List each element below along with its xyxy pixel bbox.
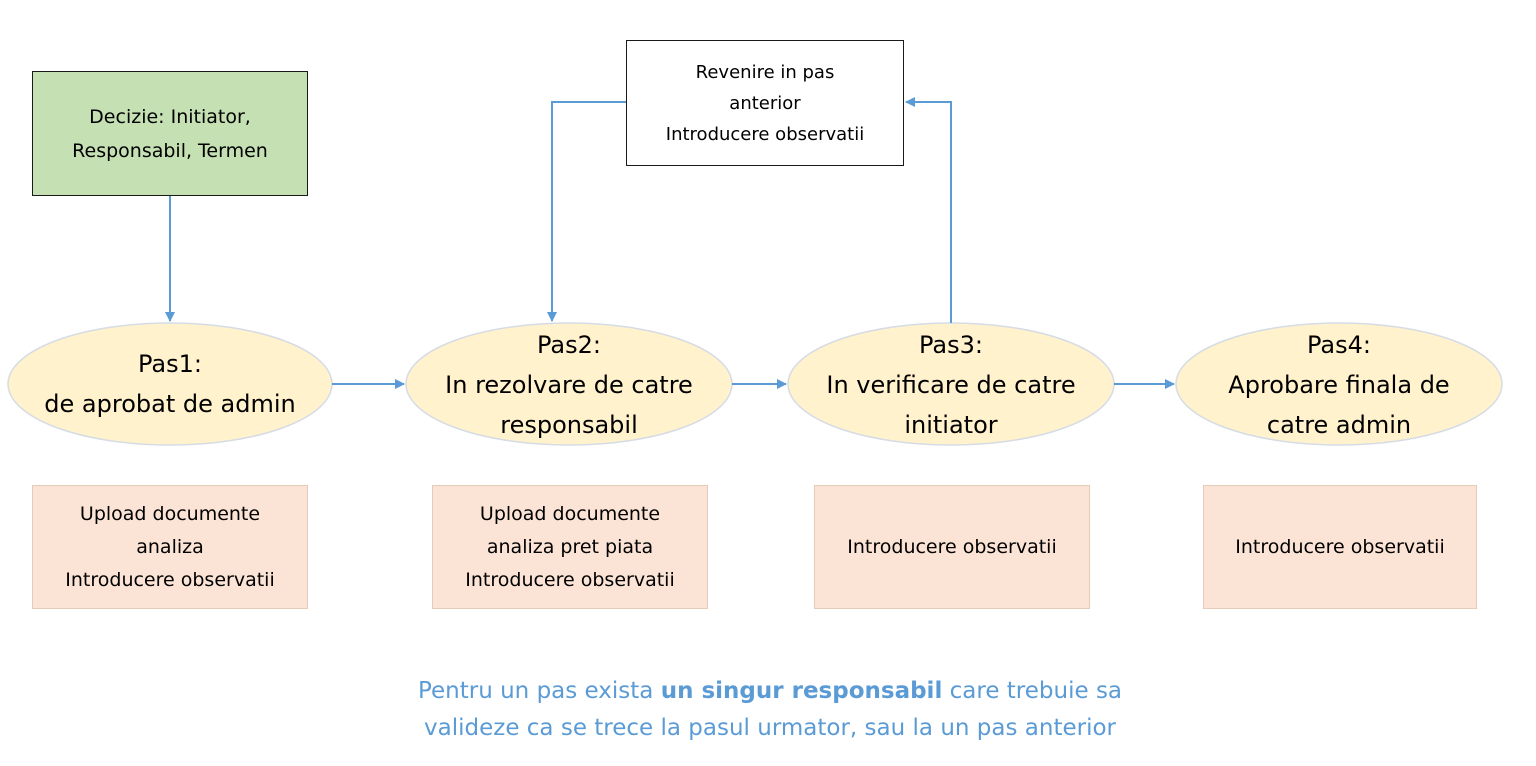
decision-line: Decizie: Initiator,: [89, 105, 251, 128]
step-text: responsabil: [500, 411, 638, 439]
step-1-label: Pas1: de aprobat de admin: [8, 323, 332, 445]
task-line: Introducere observatii: [847, 535, 1057, 558]
step-3-label: Pas3: In verificare de catre initiator: [788, 323, 1114, 445]
arrow-step3-to-revert: [905, 97, 952, 323]
decision-box: Decizie: Initiator, Responsabil, Termen: [32, 71, 308, 196]
task-box-3: Introducere observatii: [814, 485, 1090, 609]
step-text: In rezolvare de catre: [445, 371, 693, 399]
step-text: de aprobat de admin: [44, 390, 296, 418]
arrow-revert-to-step2: [547, 101, 626, 322]
step-title: Pas4:: [1307, 331, 1371, 359]
task-line: Introducere observatii: [65, 568, 275, 591]
footnote-text: care trebuie sa: [942, 678, 1123, 704]
task-line: analiza pret piata: [486, 535, 654, 558]
task-line: Introducere observatii: [465, 568, 675, 591]
step-title: Pas2:: [537, 331, 601, 359]
revert-line: Revenire in pas: [695, 61, 835, 83]
revert-box: Revenire in pas anterior Introducere obs…: [626, 40, 904, 166]
step-text: Aprobare finala de: [1228, 371, 1450, 399]
step-4-label: Pas4: Aprobare finala de catre admin: [1176, 323, 1502, 445]
task-line: Upload documente: [79, 502, 261, 525]
task-line: Introducere observatii: [1235, 535, 1445, 558]
step-text: catre admin: [1266, 411, 1412, 439]
footnote-emphasis: un singur responsabil: [660, 678, 943, 704]
step-text: initiator: [904, 411, 998, 439]
footnote: Pentru un pas exista un singur responsab…: [300, 673, 1240, 747]
task-box-2: Upload documente analiza pret piata Intr…: [432, 485, 708, 609]
step-4-shape: [1175, 322, 1503, 446]
footnote-line-2: valideze ca se trece la pasul urmator, s…: [424, 715, 1116, 741]
task-box-4: Introducere observatii: [1203, 485, 1477, 609]
task-box-1: Upload documente analiza Introducere obs…: [32, 485, 308, 609]
step-text: In verificare de catre: [826, 371, 1076, 399]
revert-line: anterior: [729, 92, 801, 114]
footnote-text: Pentru un pas exista: [417, 678, 661, 704]
step-title: Pas1:: [138, 350, 202, 378]
decision-line: Responsabil, Termen: [72, 139, 268, 162]
step-2-label: Pas2: In rezolvare de catre responsabil: [406, 323, 732, 445]
task-line: analiza: [136, 535, 204, 558]
task-line: Upload documente: [479, 502, 661, 525]
footnote-line-1: Pentru un pas exista un singur responsab…: [300, 673, 1240, 710]
step-title: Pas3:: [919, 331, 983, 359]
revert-line: Introducere observatii: [665, 123, 865, 145]
